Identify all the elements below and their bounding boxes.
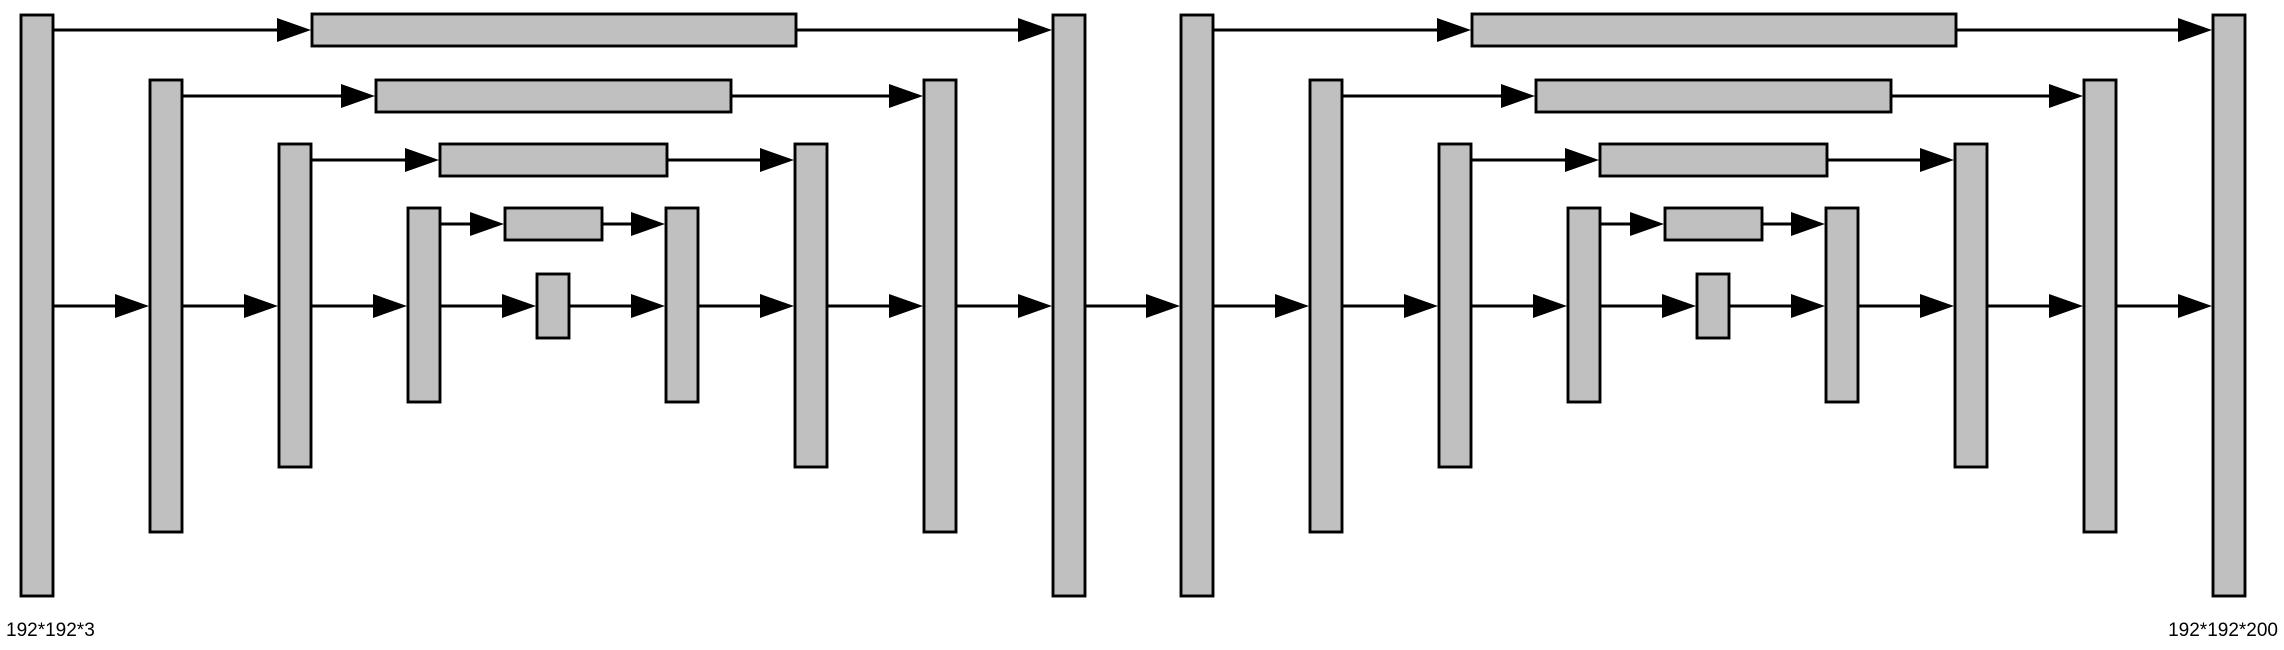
second-skip-block-4 [1663,206,1764,242]
output-dimension-label: 192*192*200 [2168,620,2278,641]
first-encoder-block-1 [19,13,55,598]
second-skip-arrow-in-2 [1342,84,1535,108]
second-skip-arrow-in-4 [1600,212,1664,236]
second-skip-block-2 [1534,78,1893,114]
first-decoder-block-4 [664,206,700,404]
first-skip-arrow-in-3 [311,148,439,172]
second-encoder-block-3 [1437,142,1473,469]
second-flow-arrow-5 [1729,294,1825,318]
first-flow-arrow-4 [440,294,536,318]
second-encoder-block-1 [1179,13,1215,598]
first-encoder-block-3 [277,142,313,469]
second-skip-arrow-in-1 [1213,18,1471,42]
second-bottleneck-block [1695,272,1731,340]
first-encoder-block-4 [406,206,442,404]
first-skip-arrow-out-2 [731,84,923,108]
second-decoder-block-4 [1824,206,1860,404]
first-flow-arrow-5 [569,294,665,318]
first-decoder-block-1 [1051,13,1087,598]
second-decoder-block-3 [1953,142,1989,469]
second-skip-arrow-out-3 [1827,148,1954,172]
first-decoder-block-3 [793,142,829,469]
second-skip-arrow-out-4 [1762,212,1825,236]
second-skip-block-1 [1470,12,1958,48]
first-skip-block-4 [503,206,604,242]
second-flow-arrow-2 [1342,294,1438,318]
first-flow-arrow-8 [956,294,1052,318]
second-flow-arrow-1 [1213,294,1309,318]
second-skip-arrow-in-3 [1471,148,1599,172]
second-flow-arrow-3 [1471,294,1567,318]
first-flow-arrow-3 [311,294,407,318]
first-decoder-block-2 [922,78,958,534]
first-skip-arrow-out-1 [796,18,1052,42]
first-skip-arrow-out-3 [667,148,794,172]
second-skip-arrow-out-2 [1891,84,2083,108]
first-skip-arrow-in-4 [440,212,504,236]
first-skip-block-1 [310,12,798,48]
second-encoder-block-4 [1566,206,1602,404]
bridge-arrow [1085,294,1180,318]
second-decoder-block-1 [2211,13,2247,598]
second-flow-arrow-8 [2116,294,2212,318]
input-dimension-label: 192*192*3 [6,620,95,641]
first-skip-arrow-in-1 [53,18,311,42]
first-skip-block-2 [374,78,733,114]
first-bottleneck-block [535,272,571,340]
first-flow-arrow-7 [827,294,923,318]
first-flow-arrow-6 [698,294,794,318]
first-skip-arrow-in-2 [182,84,375,108]
second-encoder-block-2 [1308,78,1344,534]
first-flow-arrow-1 [53,294,149,318]
second-skip-block-3 [1598,142,1829,178]
first-skip-arrow-out-4 [602,212,665,236]
second-skip-arrow-out-1 [1956,18,2212,42]
first-encoder-block-2 [148,78,184,534]
first-skip-block-3 [438,142,669,178]
second-flow-arrow-7 [1987,294,2083,318]
second-flow-arrow-4 [1600,294,1696,318]
first-flow-arrow-2 [182,294,278,318]
second-flow-arrow-6 [1858,294,1954,318]
second-decoder-block-2 [2082,78,2118,534]
